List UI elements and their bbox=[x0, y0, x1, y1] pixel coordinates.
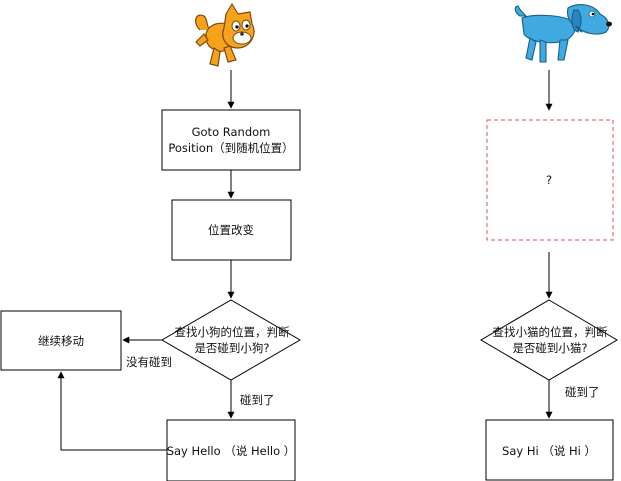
edge-say-hello-to-keep-moving bbox=[57, 371, 167, 451]
say-hello-label: Say Hello （说 Hello ） bbox=[167, 444, 296, 458]
check-dog-decision: 查找小狗的位置，判断 是否碰到小狗? bbox=[161, 299, 301, 381]
say-hello-node: Say Hello （说 Hello ） bbox=[166, 419, 296, 481]
say-hi-node: Say Hi （说 Hi ） bbox=[485, 419, 614, 481]
unknown-step-label: ? bbox=[546, 173, 552, 187]
scratch-cat-icon bbox=[195, 2, 255, 67]
goto-random-position-node: Goto Random Position（到随机位置） bbox=[161, 109, 301, 171]
not-touched-label: 没有碰到 bbox=[126, 355, 172, 369]
say-hi-label: Say Hi （说 Hi ） bbox=[502, 444, 596, 458]
check-dog-line1: 查找小狗的位置，判断 bbox=[175, 325, 290, 339]
change-position-label: 位置改变 bbox=[208, 223, 254, 237]
goto-line1: Goto Random bbox=[192, 125, 271, 139]
check-cat-line1: 查找小猫的位置，判断 bbox=[493, 325, 608, 339]
scratch-dog-icon bbox=[514, 4, 612, 63]
dog-touched-label: 碰到了 bbox=[565, 385, 600, 399]
check-cat-line2: 是否碰到小猫? bbox=[512, 341, 587, 355]
unknown-step-node: ? bbox=[486, 119, 614, 241]
keep-moving-node: 继续移动 bbox=[0, 310, 122, 371]
cat-touched-label: 碰到了 bbox=[240, 393, 275, 407]
change-position-node: 位置改变 bbox=[171, 199, 292, 261]
goto-line2: Position（到随机位置） bbox=[168, 141, 293, 155]
check-dog-line2: 是否碰到小狗? bbox=[194, 341, 269, 355]
keep-moving-label: 继续移动 bbox=[38, 334, 84, 348]
check-cat-decision: 查找小猫的位置，判断 是否碰到小猫? bbox=[480, 299, 618, 381]
